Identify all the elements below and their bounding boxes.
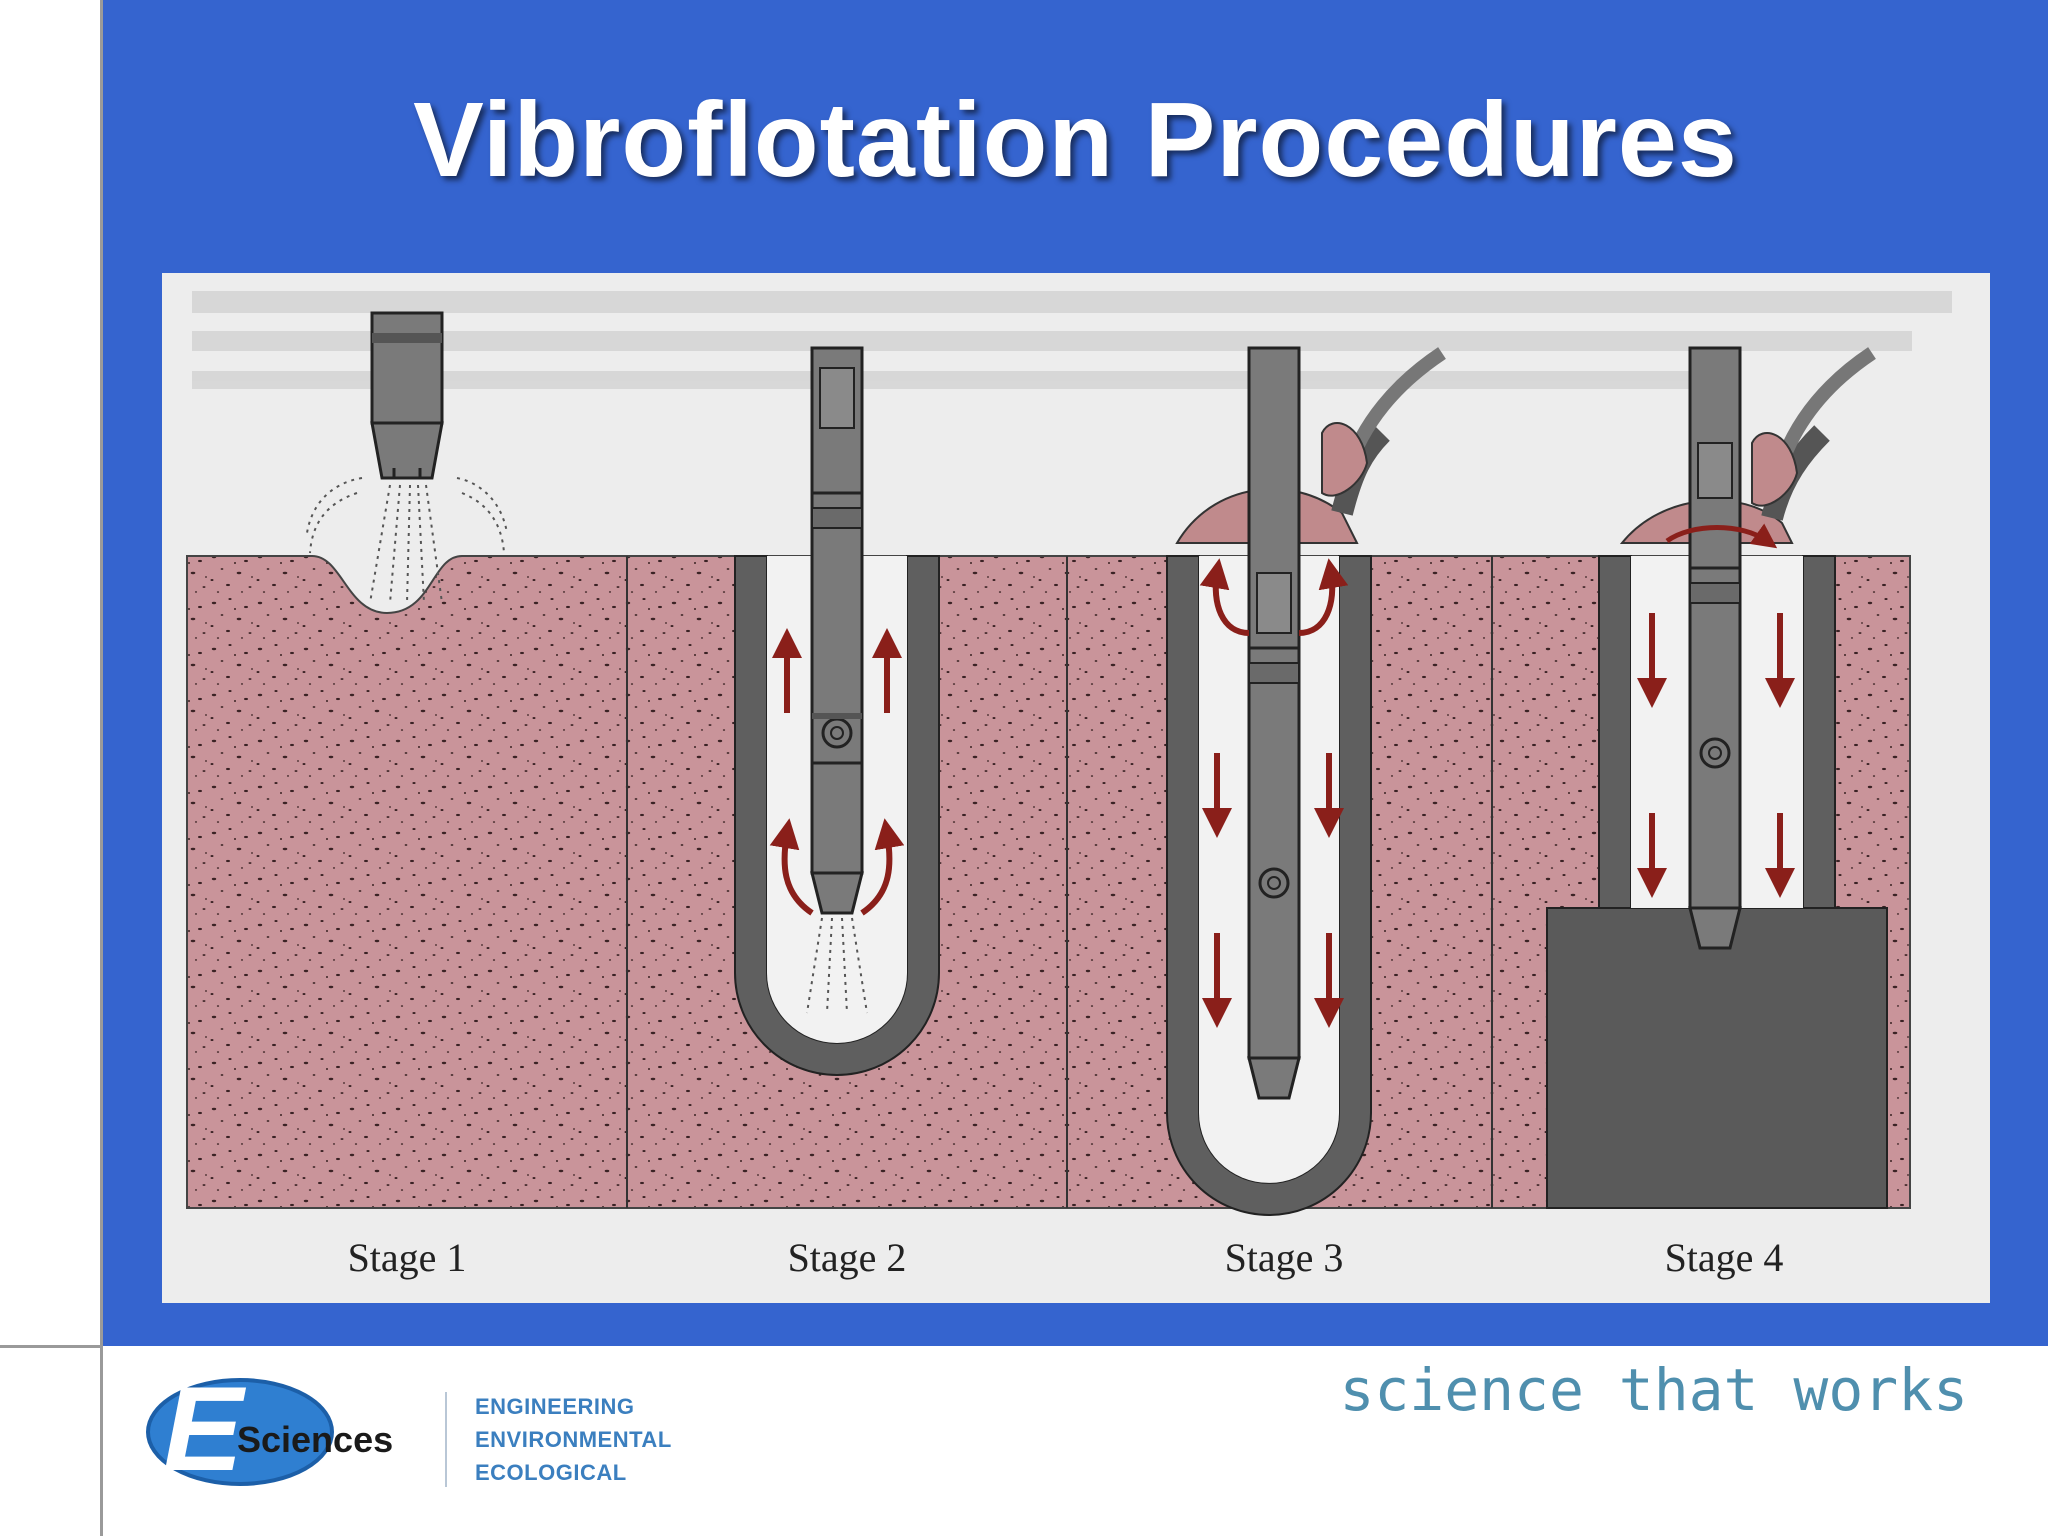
logo-mark: E Sciences — [146, 1362, 393, 1496]
left-margin — [0, 0, 100, 1536]
esciences-logo: E Sciences — [145, 1362, 435, 1496]
soil-body — [186, 555, 1911, 1209]
horizontal-rule — [0, 1345, 103, 1348]
stage-4-hole — [1546, 346, 1888, 1209]
area-engineering: ENGINEERING — [475, 1394, 635, 1419]
vertical-rule — [100, 0, 103, 1536]
tagline: science that works — [1339, 1356, 1968, 1424]
footer-bar — [103, 1348, 2048, 1536]
slide-title: Vibroflotation Procedures — [413, 81, 1738, 199]
logo-letter: E — [163, 1372, 247, 1492]
stage-2-hole — [734, 346, 940, 1076]
stage-1-probe — [306, 311, 508, 604]
logo-divider — [445, 1392, 447, 1487]
logo-wordmark: Sciences — [237, 1419, 393, 1460]
stage-3-hole — [1166, 346, 1446, 1216]
stage-3-label: Stage 3 — [1225, 1235, 1344, 1280]
area-environmental: ENVIRONMENTAL — [475, 1427, 672, 1452]
stage-4-label: Stage 4 — [1665, 1235, 1784, 1280]
service-areas: ENGINEERING ENVIRONMENTAL ECOLOGICAL — [475, 1390, 672, 1489]
stage-2-label: Stage 2 — [788, 1235, 907, 1280]
stage-1-label: Stage 1 — [348, 1235, 467, 1280]
area-ecological: ECOLOGICAL — [475, 1460, 627, 1485]
vibroflotation-diagram: Stage 1 Stage 2 Stage 3 Stage 4 — [162, 273, 1990, 1303]
diagram-svg: Stage 1 Stage 2 Stage 3 Stage 4 — [186, 291, 1952, 1280]
